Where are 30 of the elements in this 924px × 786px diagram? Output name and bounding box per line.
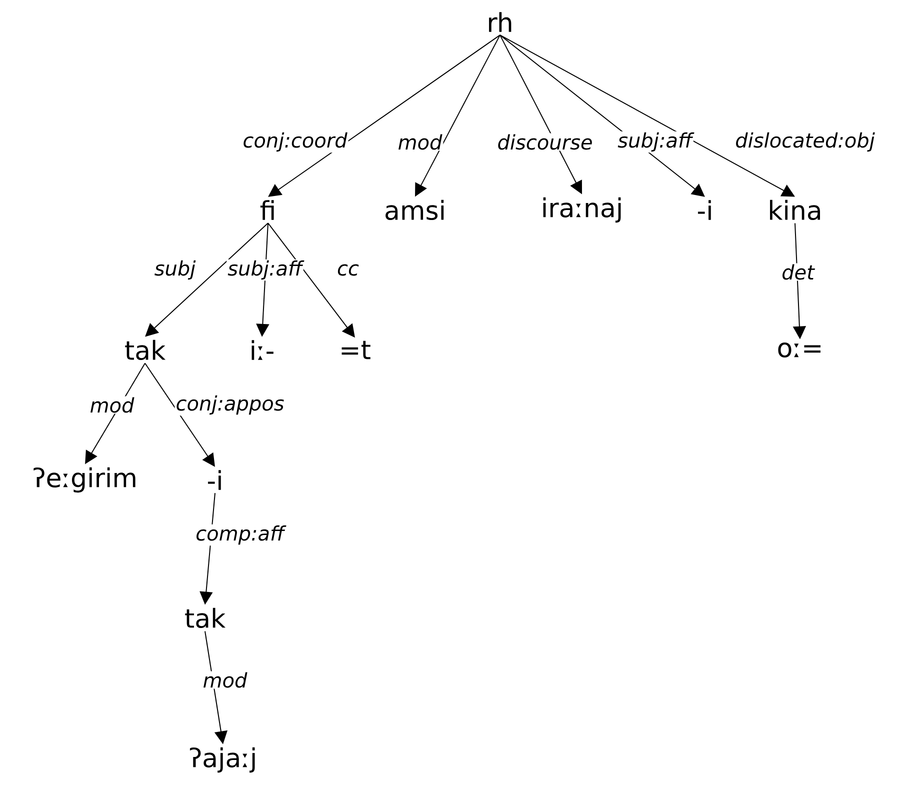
edge-label: comp:aff xyxy=(194,524,286,546)
arrow xyxy=(500,34,795,197)
word: amsi xyxy=(386,200,444,220)
word: =t xyxy=(342,340,370,360)
edge-label: mod xyxy=(202,671,248,689)
arrow xyxy=(500,34,705,197)
edge-label: conj:coord xyxy=(242,131,348,153)
edge-label: subj:aff xyxy=(226,259,304,281)
edge-label: cc xyxy=(336,263,360,277)
word: iː- xyxy=(252,340,274,360)
word: ʔajaːj xyxy=(190,747,255,773)
word: iraːnaj xyxy=(543,197,621,223)
edge-label: mod xyxy=(396,133,444,151)
word: tak xyxy=(185,608,226,628)
word: tak xyxy=(125,340,166,360)
edge-label: subj xyxy=(153,259,197,281)
edge-label: discourse xyxy=(496,133,594,151)
word: fi xyxy=(260,200,274,220)
arrow xyxy=(268,34,500,197)
edge-label: mod xyxy=(88,396,136,414)
edge-label: dislocated:obj xyxy=(734,131,876,153)
word: oː= xyxy=(778,342,820,358)
word: -i xyxy=(698,200,711,220)
word: kina xyxy=(770,200,820,220)
edge-label: conj:appos xyxy=(174,394,286,416)
edge-label: det xyxy=(780,263,816,281)
word: -i xyxy=(208,470,221,490)
word: rh xyxy=(489,12,512,32)
edge-label: subj:aff xyxy=(616,131,694,153)
word: ʔeːgirim xyxy=(34,467,136,493)
